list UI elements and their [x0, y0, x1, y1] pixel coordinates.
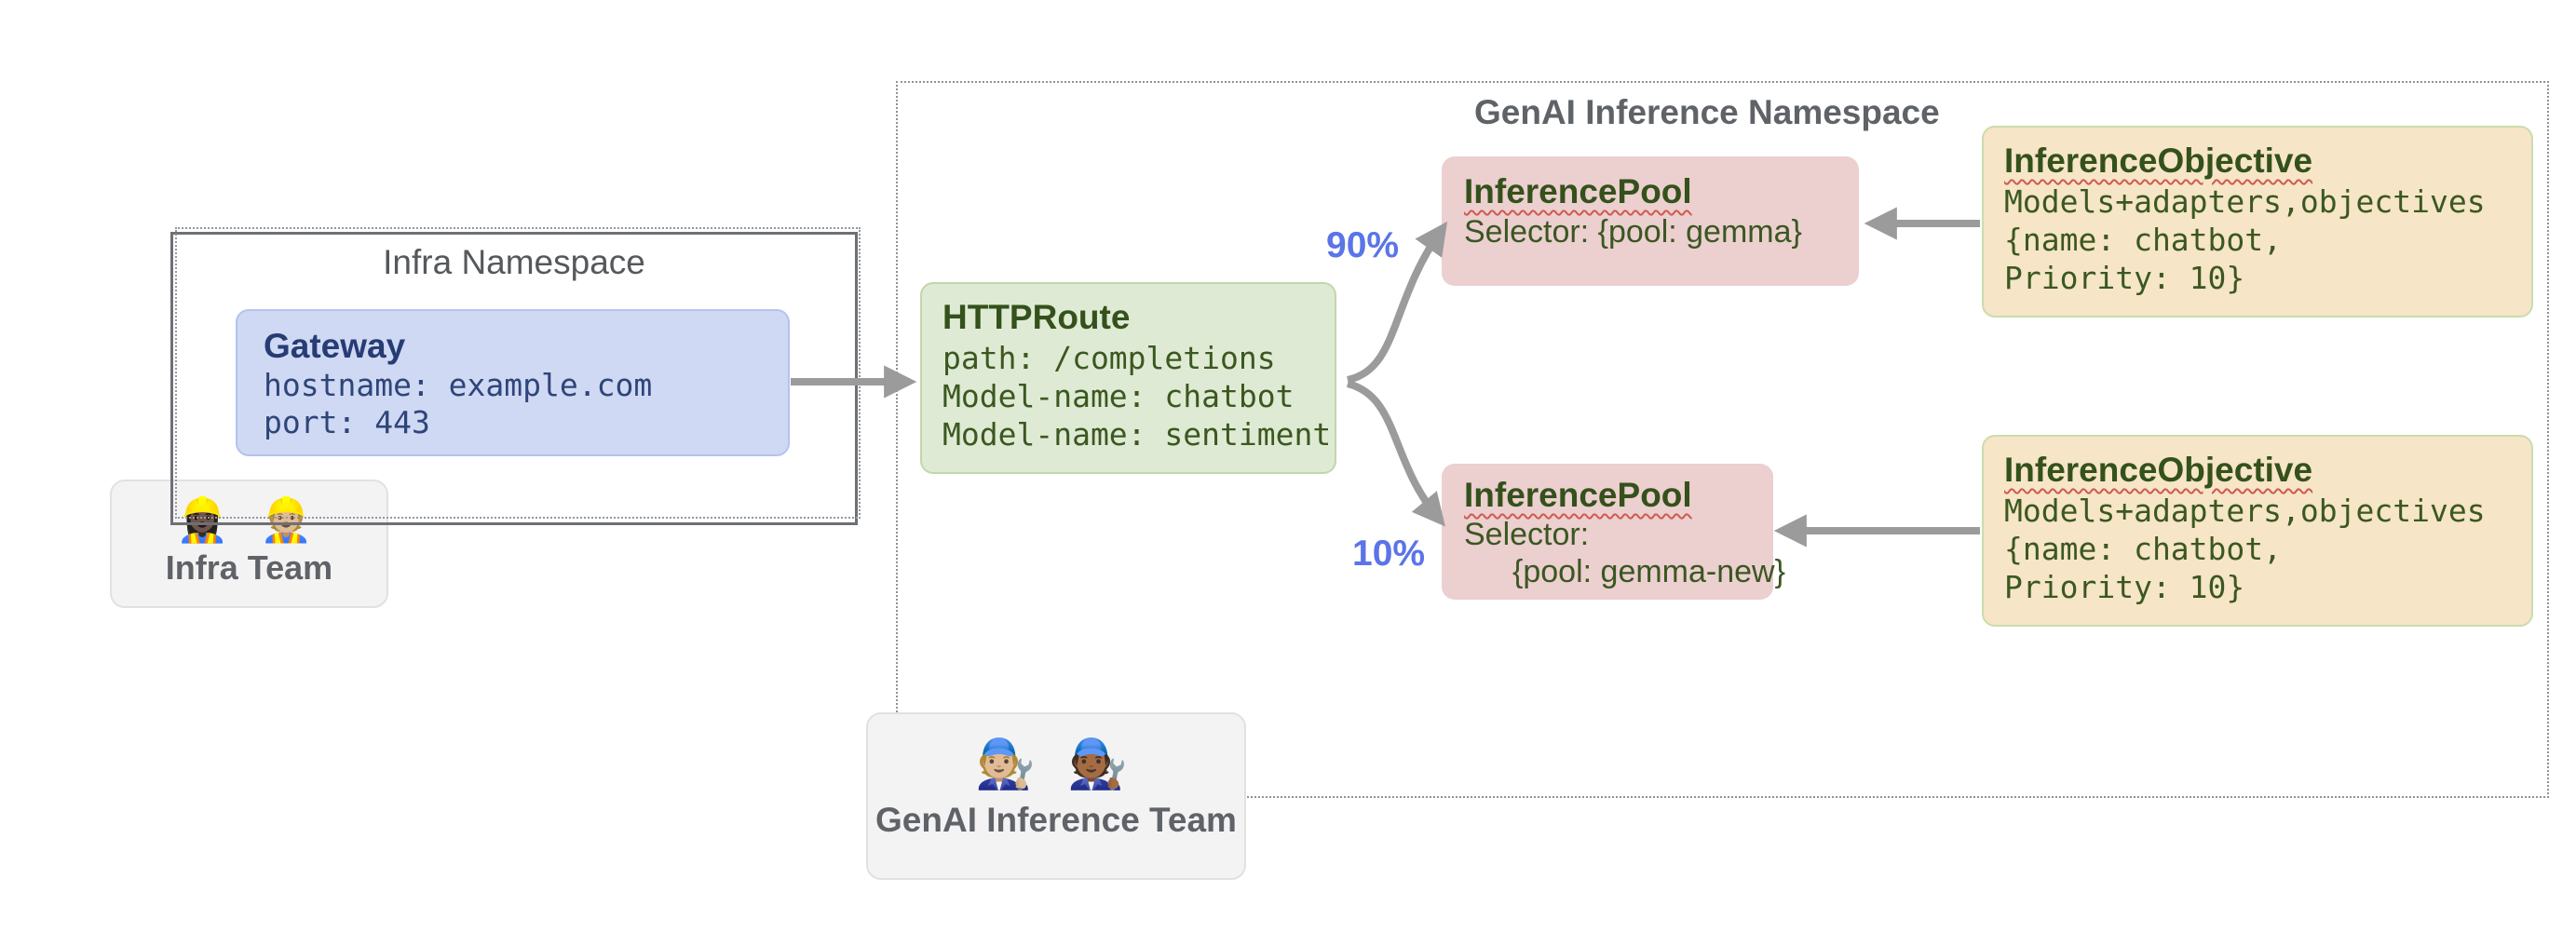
inferencepool-gemma-new-title: InferencePool [1464, 475, 1751, 516]
construction-worker-icons: 👷🏿‍♀️ 👷🏼 [112, 493, 386, 547]
objective-top-priority: Priority: 10} [2004, 260, 2245, 296]
traffic-split-90-label: 90% [1326, 225, 1400, 265]
inferenceobjective-top-node: InferenceObjective Models+adapters,objec… [1982, 126, 2533, 318]
mechanic-man-icon: 🧑🏾‍🔧 [1067, 737, 1137, 791]
construction-worker-woman-icon: 👷🏿‍♀️ [175, 495, 239, 544]
genai-namespace-box [896, 81, 2549, 798]
inferenceobjective-bottom-title: InferenceObjective [2004, 449, 2511, 492]
infra-team-card: 👷🏿‍♀️ 👷🏼 Infra Team [110, 480, 388, 608]
inferenceobjective-bottom-node: InferenceObjective Models+adapters,objec… [1982, 435, 2533, 627]
objective-bottom-priority: Priority: 10} [2004, 569, 2245, 605]
infra-namespace-title: Infra Namespace [383, 243, 645, 281]
genai-namespace-title: GenAI Inference Namespace [1474, 93, 1940, 131]
inferencepool-gemma-title-text: InferencePool [1464, 172, 1692, 210]
traffic-split-10-label: 10% [1352, 534, 1426, 574]
mechanic-woman-icon: 🧑🏼‍🔧 [975, 737, 1045, 791]
objective-bottom-models: Models+adapters,objectives [2004, 493, 2486, 529]
gateway-port: port: 443 [264, 404, 430, 440]
gateway-node: Gateway hostname: example.com port: 443 [236, 309, 790, 456]
inferenceobjective-bottom-title-text: InferenceObjective [2004, 451, 2313, 489]
inferenceobjective-top-title: InferenceObjective [2004, 140, 2511, 183]
inferencepool-gemma-selector: Selector: {pool: gemma} [1464, 214, 1802, 250]
gateway-title: Gateway [264, 327, 406, 365]
genai-team-card: 🧑🏼‍🔧 🧑🏾‍🔧 GenAI Inference Team [866, 712, 1246, 880]
inferencepool-gemma-new-selector-value: {pool: gemma-new} [1512, 554, 1785, 589]
httproute-node: HTTPRoute path: /completions Model-name:… [920, 282, 1336, 474]
objective-top-models: Models+adapters,objectives [2004, 183, 2486, 220]
inferencepool-gemma-title: InferencePool [1464, 171, 1837, 212]
inferencepool-gemma-new-title-text: InferencePool [1464, 476, 1692, 514]
inferenceobjective-top-title-text: InferenceObjective [2004, 142, 2313, 180]
inferencepool-gemma-node: InferencePool Selector: {pool: gemma} [1442, 156, 1859, 286]
objective-top-name: {name: chatbot, [2004, 222, 2283, 258]
inferencepool-gemma-new-node: InferencePool Selector: {pool: gemma-new… [1442, 464, 1785, 600]
objective-bottom-name: {name: chatbot, [2004, 531, 2283, 567]
inferencepool-gemma-new-selector: Selector: [1464, 517, 1590, 552]
httproute-path: path: /completions [942, 340, 1276, 376]
infra-team-label: Infra Team [165, 548, 333, 587]
httproute-model-sentiment: Model-name: sentiment [942, 416, 1332, 453]
genai-team-label: GenAI Inference Team [875, 801, 1237, 839]
httproute-model-chatbot: Model-name: chatbot [942, 378, 1295, 414]
httproute-title: HTTPRoute [942, 298, 1131, 336]
gateway-hostname: hostname: example.com [264, 367, 653, 403]
mechanic-icons: 🧑🏼‍🔧 🧑🏾‍🔧 [868, 733, 1244, 796]
infra-namespace-dotted-outline [175, 227, 861, 519]
construction-worker-man-icon: 👷🏼 [259, 495, 323, 544]
